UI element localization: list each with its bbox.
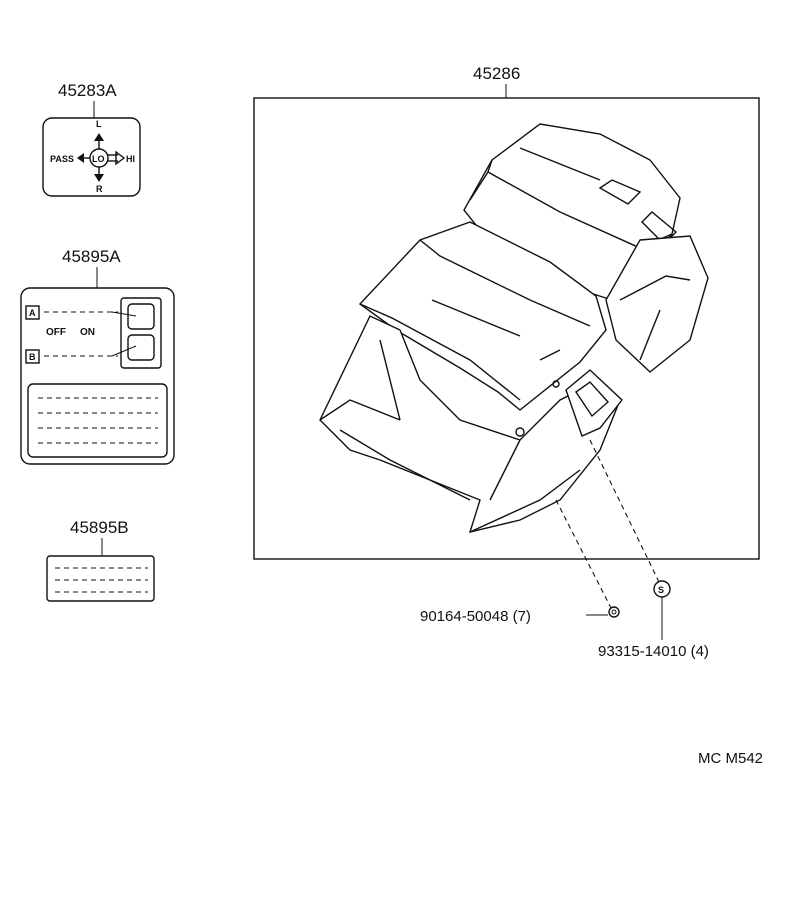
part-number-45895B: 45895B (70, 518, 129, 537)
l-label: L (96, 119, 102, 129)
arrow-up-icon (94, 133, 104, 149)
part-number-45895A: 45895A (62, 247, 121, 266)
bolt-icon (608, 606, 620, 618)
reference-code: MC M542 (698, 750, 763, 767)
screw-93315: S 93315-14010 (4) (598, 580, 709, 660)
screw-part-number: 93315-14010 (4) (598, 643, 709, 660)
off-label: OFF (46, 327, 66, 338)
screw-mark: S (658, 585, 664, 595)
bolt-leader (555, 499, 613, 611)
arrow-right-icon (108, 150, 126, 166)
lo-label: LO (92, 154, 105, 164)
label-45895B: 45895B (46, 518, 155, 602)
bolt-part-number: 90164-50048 (7) (420, 608, 531, 625)
on-label: ON (80, 327, 95, 338)
pass-label: PASS (50, 154, 74, 164)
label-45283A: 45283A PASS LO HI L R (42, 81, 141, 197)
b-label: B (29, 352, 36, 362)
part-frame (253, 97, 760, 560)
arrow-left-icon (77, 153, 90, 163)
column-cover-45286: 45286 (253, 64, 760, 611)
bolt-90164: 90164-50048 (7) (420, 606, 620, 625)
hi-label: HI (126, 154, 135, 164)
part-number-45286: 45286 (473, 64, 520, 83)
a-label: A (29, 308, 36, 318)
label-45895A: 45895A A B OFF ON (20, 247, 175, 465)
screw-leader (589, 439, 661, 585)
r-label: R (96, 184, 103, 194)
part-number-45283A: 45283A (58, 81, 117, 100)
arrow-down-icon (94, 167, 104, 182)
